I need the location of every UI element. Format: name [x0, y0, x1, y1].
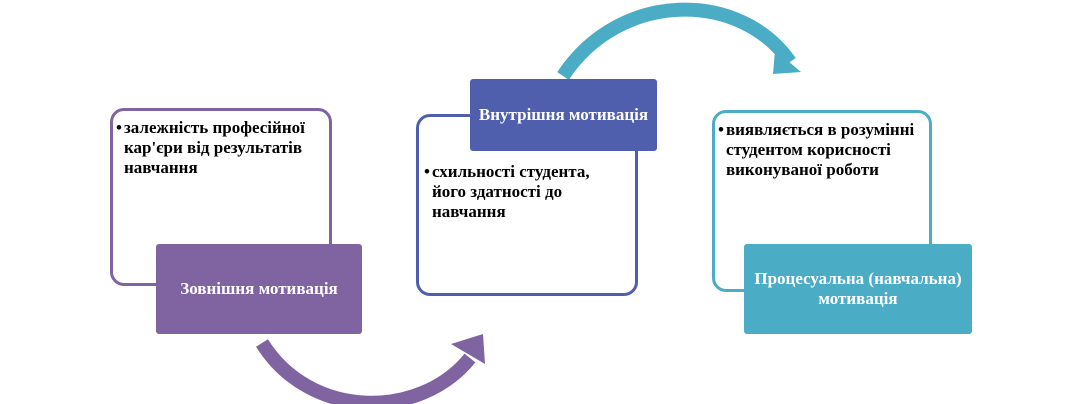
arrow-external-to-internal [256, 339, 476, 404]
external-motivation-description: • залежність професійної кар'єри від рез… [116, 118, 330, 178]
bullet-icon: • [116, 118, 122, 137]
procedural-motivation-description: • виявляється в розумінні студентом кори… [718, 120, 924, 180]
external-description-text: залежність професійної кар'єри від резул… [123, 118, 305, 177]
procedural-motivation-label: Процесуальна (навчальна) мотивація [744, 244, 972, 334]
internal-motivation-label: Внутрішня мотивація [470, 79, 657, 151]
bullet-icon: • [718, 120, 724, 139]
arrow-internal-to-procedural [557, 2, 796, 80]
bullet-icon: • [424, 162, 430, 181]
procedural-description-text: виявляється в розумінні студентом корисн… [725, 120, 915, 179]
internal-description-text: схильності студента, його здатності до н… [431, 162, 590, 221]
internal-motivation-description: • схильності студента, його здатності до… [424, 162, 614, 222]
arrow-external-to-internal-head [451, 334, 485, 364]
arrow-internal-to-procedural-head [773, 50, 801, 74]
external-motivation-label: Зовнішня мотивація [156, 244, 362, 334]
